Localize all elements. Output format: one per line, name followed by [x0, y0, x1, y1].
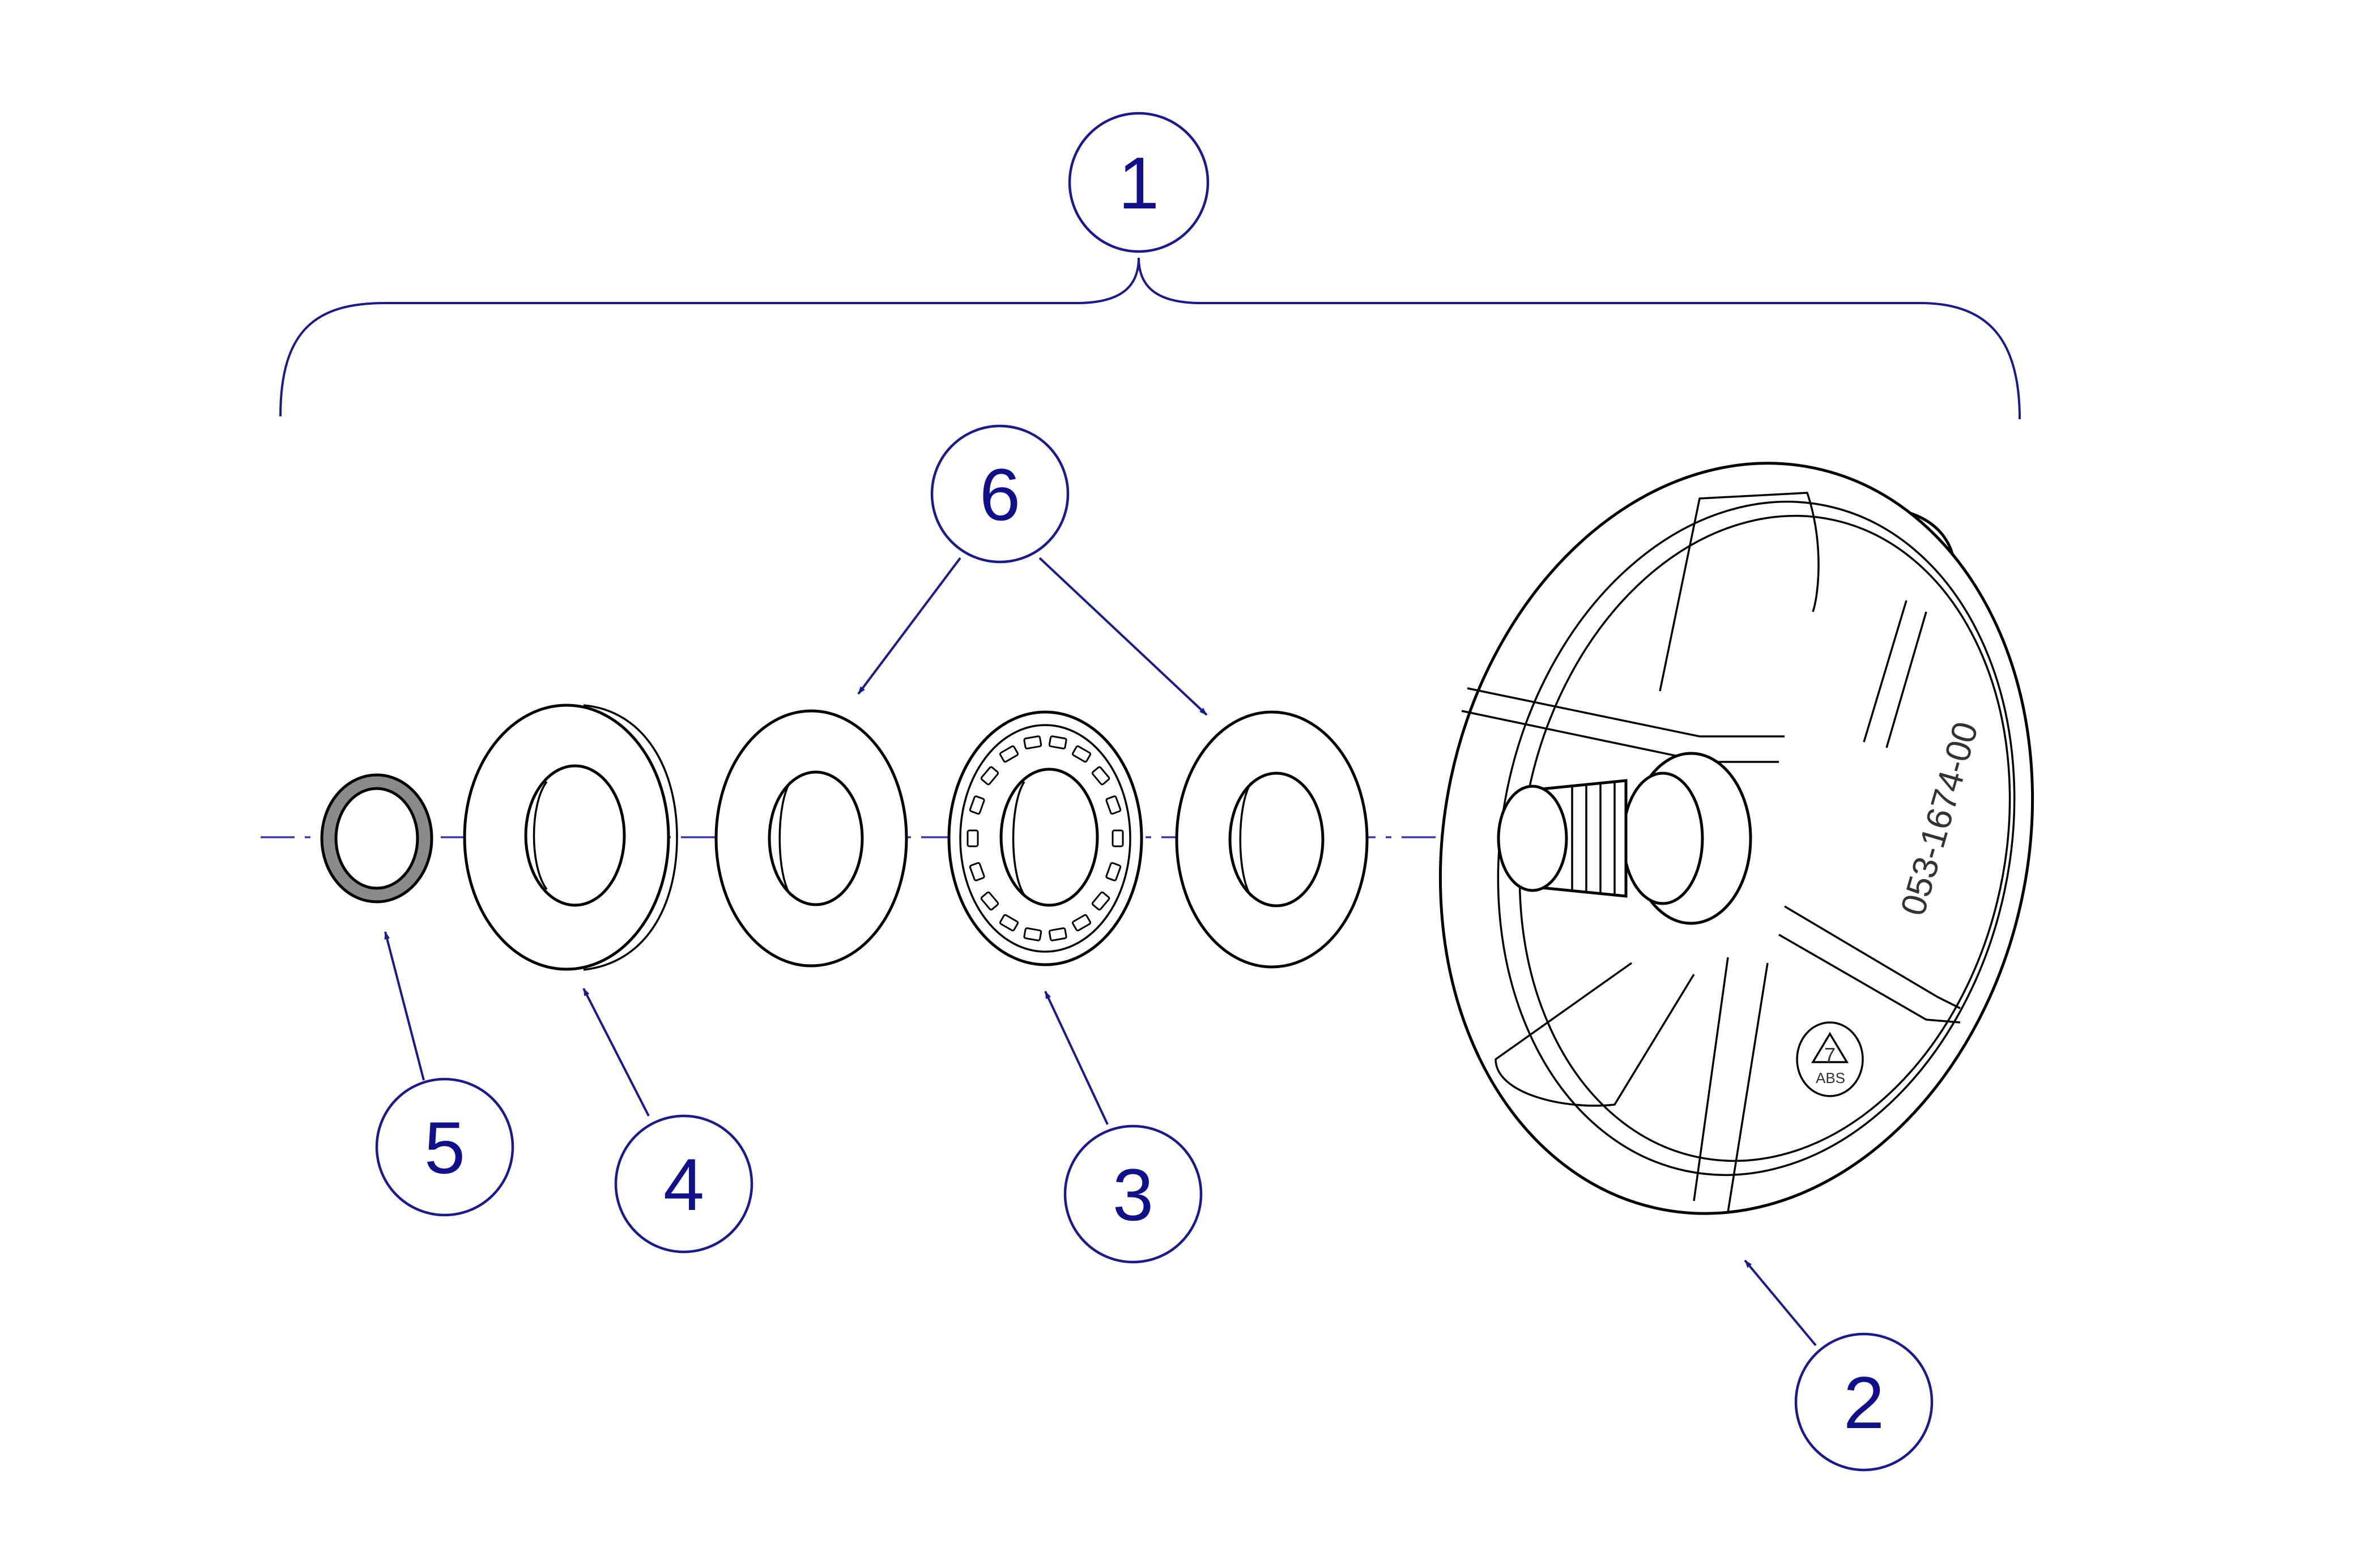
svg-text:6: 6: [980, 453, 1020, 536]
bearing-rollers: [967, 735, 1124, 941]
svg-text:5: 5: [424, 1106, 465, 1189]
bearing-roller: [999, 914, 1019, 932]
flat-washer-right: [1175, 710, 1369, 969]
flat-washer-left: [714, 709, 908, 968]
bearing-roller: [969, 862, 985, 881]
callout-6: 6: [930, 424, 1070, 564]
bearing-roller: [1071, 745, 1092, 763]
leader-3: [1044, 991, 1109, 1125]
material-marking: ABS: [1816, 1069, 1845, 1086]
leader-6-left: [857, 557, 961, 695]
bearing-roller: [967, 829, 979, 847]
leader-6-right: [1038, 557, 1208, 716]
bearing-roller: [1091, 766, 1110, 786]
svg-text:2: 2: [1843, 1361, 1884, 1444]
bearing-roller: [1048, 735, 1067, 749]
svg-text:3: 3: [1113, 1153, 1153, 1236]
assembly-bracket: [279, 257, 2021, 420]
bearing-roller: [1071, 914, 1092, 932]
svg-text:4: 4: [663, 1143, 704, 1226]
bearing-roller: [1105, 862, 1122, 881]
bearing-roller: [1105, 795, 1122, 815]
bearing-roller: [980, 766, 999, 786]
leader-2: [1744, 1259, 1817, 1346]
thrust-bearing: [947, 710, 1143, 966]
recycle-symbol-icon: 7 ABS: [1796, 1021, 1864, 1097]
bearing-roller: [1112, 829, 1124, 847]
bearing-roller: [1048, 927, 1067, 941]
bearing-roller: [999, 745, 1019, 763]
callout-3: 3: [1063, 1124, 1203, 1264]
callout-1: 1: [1068, 112, 1210, 253]
leader-4: [582, 988, 650, 1116]
callout-2: 2: [1794, 1332, 1934, 1472]
o-ring: [320, 773, 433, 904]
recycle-code: 7: [1824, 1043, 1836, 1067]
svg-text:1: 1: [1118, 142, 1159, 224]
bearing-roller: [980, 891, 999, 911]
bearing-roller: [969, 795, 985, 815]
thick-washer: [463, 704, 678, 971]
leader-5: [384, 931, 425, 1081]
wheel: 053-1674-00 7 ABS: [1438, 462, 2034, 1215]
callout-5: 5: [375, 1077, 514, 1217]
bearing-roller: [1023, 735, 1042, 749]
callout-4: 4: [614, 1114, 753, 1254]
bearing-roller: [1023, 927, 1042, 941]
bearing-roller: [1091, 891, 1110, 911]
